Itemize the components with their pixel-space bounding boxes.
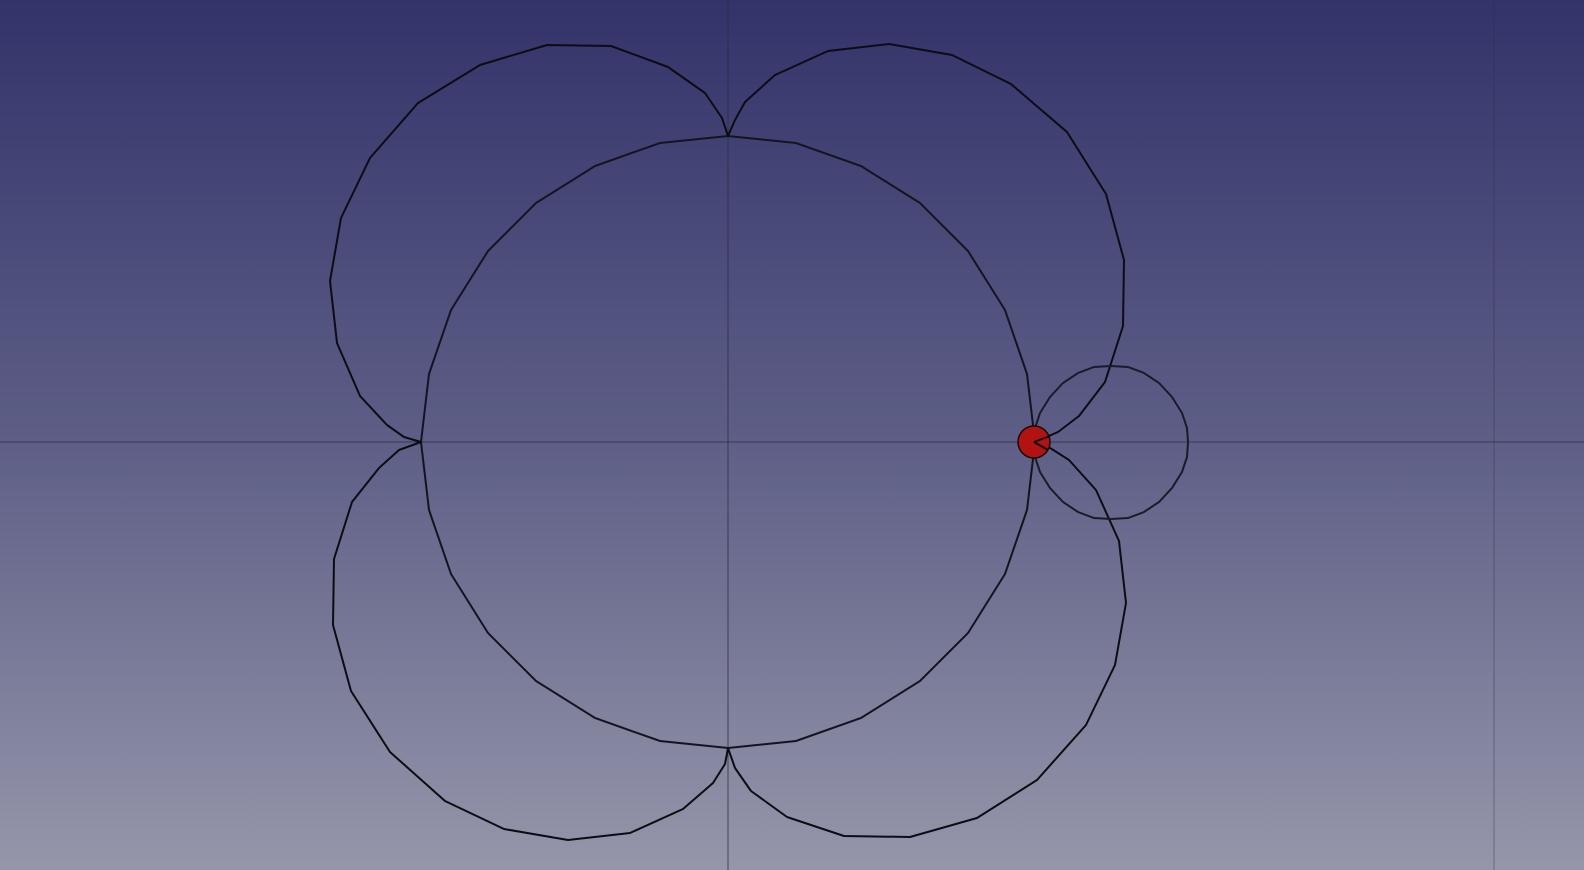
- rolling-circle[interactable]: [1032, 364, 1190, 521]
- tracer-radius-line-2: [1033, 441, 1049, 451]
- tracer-radius-line: [1033, 435, 1051, 443]
- epicycloid-curve[interactable]: [329, 43, 1127, 841]
